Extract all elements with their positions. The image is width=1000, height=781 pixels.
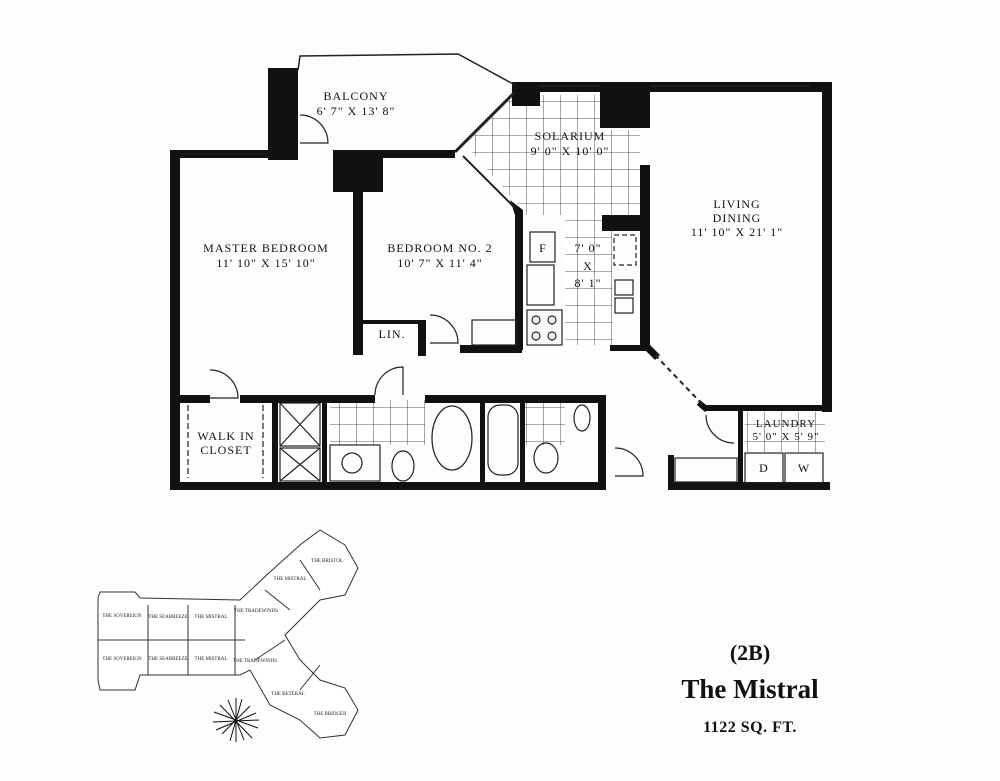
- key-plan-unit-label: THE BRISTOL: [311, 559, 343, 564]
- key-plan-unit-label: THE SEABREEZE: [148, 657, 187, 662]
- key-plan-unit-label: THE BRIDGER: [314, 712, 348, 717]
- tiled-floors: [330, 95, 825, 452]
- key-plan-unit-label: THE MISTRAL: [195, 615, 228, 620]
- fixtures: [187, 231, 824, 484]
- laundry-label: LAUNDRY: [756, 418, 816, 430]
- title-block: (2B) The Mistral 1122 SQ. FT.: [640, 640, 860, 737]
- living-label: LIVING: [713, 197, 760, 211]
- kitchen-x: X: [583, 259, 593, 273]
- dining-label: DINING: [713, 211, 762, 225]
- key-plan: THE SOVEREIGN THE SEABREEZE THE MISTRAL …: [97, 529, 359, 742]
- key-plan-unit-label: THE MISTRAL: [274, 577, 307, 582]
- laundry-size: 5' 0" X 5' 9": [753, 431, 820, 443]
- key-plan-unit-label: THE BETERAL: [271, 692, 304, 697]
- bedroom2-size: 10' 7" X 11' 4": [397, 256, 482, 270]
- solarium-label: SOLARIUM: [535, 129, 606, 143]
- bedroom2-label: BEDROOM NO. 2: [387, 241, 492, 255]
- living-size: 11' 10" X 21' 1": [691, 225, 783, 239]
- master-bedroom-label: MASTER BEDROOM: [203, 241, 329, 255]
- linen-label: LIN.: [379, 327, 406, 341]
- washer-label: W: [798, 461, 810, 475]
- balcony-size: 6' 7" X 13' 8": [317, 104, 396, 118]
- balcony-outline: [180, 53, 810, 406]
- doors: [209, 114, 735, 477]
- key-plan-unit-label: THE TRADEWINDS: [233, 659, 277, 664]
- solarium-size: 9' 0" X 10' 0": [531, 144, 610, 158]
- key-plan-unit-label: THE SOVEREIGN: [102, 657, 142, 662]
- compass-icon: [212, 698, 260, 742]
- closet-label-2: CLOSET: [200, 443, 251, 457]
- master-bedroom-size: 11' 10" X 15' 10": [216, 256, 315, 270]
- unit-code: (2B): [729, 640, 771, 665]
- key-plan-unit-label: THE SEABREEZE: [148, 615, 187, 620]
- key-plan-unit-label: THE TRADEWINDS: [234, 609, 278, 614]
- closet-label-1: WALK IN: [197, 429, 254, 443]
- kitchen-dim1: 7' 0": [574, 241, 601, 255]
- dryer-label: D: [759, 461, 769, 475]
- kitchen-dim2: 8' 1": [574, 276, 601, 290]
- plan-name: The Mistral: [681, 674, 819, 704]
- key-plan-unit-label: THE MISTRAL: [195, 657, 228, 662]
- balcony-label: BALCONY: [323, 89, 388, 103]
- key-plan-unit-label: THE SOVEREIGN: [102, 614, 142, 619]
- fridge-label: F: [539, 241, 547, 255]
- square-footage: 1122 SQ. FT.: [703, 719, 797, 736]
